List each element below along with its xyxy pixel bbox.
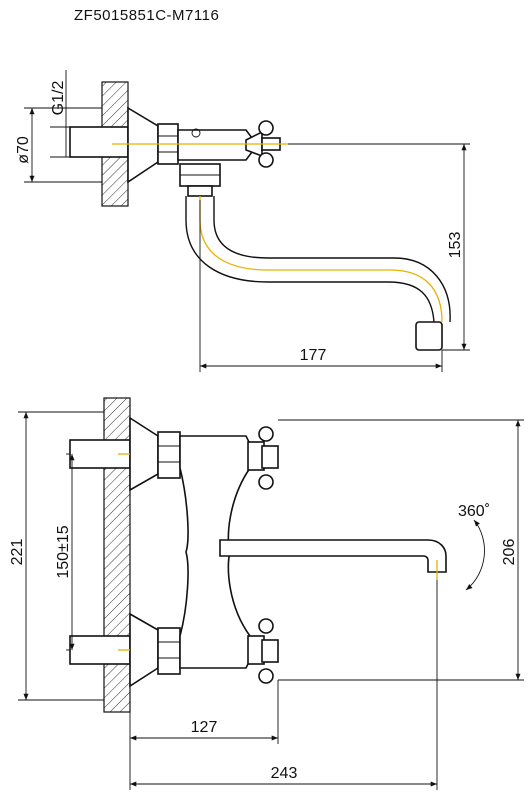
aerator bbox=[415, 321, 443, 351]
mixer-body bbox=[177, 129, 253, 161]
front-view: 221 150±15 206 360˚ 127 243 bbox=[9, 397, 524, 790]
spout-inner bbox=[213, 196, 451, 323]
handle-knob-top[interactable] bbox=[258, 120, 274, 136]
upper-handle-knob-top[interactable] bbox=[258, 426, 274, 442]
horizontal-spout bbox=[219, 539, 447, 573]
lower-flange bbox=[129, 612, 159, 688]
inlet-pipe bbox=[69, 126, 129, 158]
overall-height-label: 221 bbox=[9, 539, 26, 566]
spout-outer bbox=[185, 196, 435, 323]
spout-height-label: 206 bbox=[501, 539, 518, 566]
upper-handle-knob-bottom[interactable] bbox=[258, 474, 274, 490]
lower-handle-knob-top[interactable] bbox=[258, 618, 274, 634]
model-title: ZF5015851C-M7116 bbox=[74, 7, 219, 24]
lower-handle-knob-bottom[interactable] bbox=[258, 668, 274, 684]
total-length-label: 243 bbox=[271, 765, 298, 782]
rotation-label: 360˚ bbox=[458, 503, 490, 520]
depth-label: 127 bbox=[191, 719, 218, 736]
wall-flange bbox=[127, 106, 159, 184]
center-distance-label: 150±15 bbox=[55, 525, 72, 578]
rotation-arrow bbox=[465, 519, 485, 591]
thread-label: G1/2 bbox=[50, 81, 67, 116]
reach-label: 177 bbox=[300, 347, 327, 364]
diameter-label: ø70 bbox=[15, 136, 32, 164]
side-view: G1/2 ø70 153 177 bbox=[15, 70, 470, 372]
lower-union-nut bbox=[157, 627, 181, 675]
upper-flange bbox=[129, 416, 159, 492]
handle-knob-bottom[interactable] bbox=[258, 152, 274, 168]
height-label: 153 bbox=[447, 232, 464, 259]
upper-union-nut bbox=[157, 431, 181, 479]
